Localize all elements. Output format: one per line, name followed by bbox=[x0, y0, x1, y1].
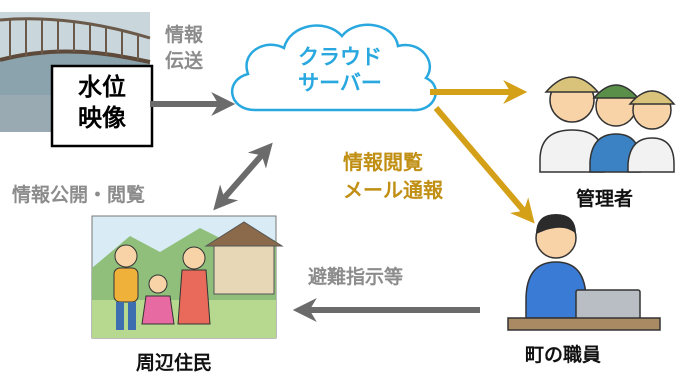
cloud-server-label: クラウド サーバー bbox=[270, 44, 410, 96]
residents-label: 周辺住民 bbox=[136, 352, 213, 374]
residents-illustration bbox=[91, 215, 284, 339]
evacuation-label: 避難指示等 bbox=[308, 266, 404, 288]
managers-illustration bbox=[539, 76, 676, 173]
public-view-label: 情報公開・閲覧 bbox=[12, 184, 146, 206]
water-level-box bbox=[50, 64, 154, 148]
cloud-icon bbox=[231, 23, 437, 112]
water-level-line1: 水位 bbox=[78, 73, 126, 101]
transmit-line2: 伝送 bbox=[165, 50, 204, 72]
transmit-line1: 情報 bbox=[165, 24, 204, 46]
view-mail-label: 情報閲覧 メール通報 bbox=[343, 148, 443, 204]
managers-label: 管理者 bbox=[576, 188, 634, 210]
staff-illustration bbox=[507, 214, 661, 331]
arrow-to-staff bbox=[433, 106, 535, 224]
water-level-label: 水位 映像 bbox=[52, 72, 152, 134]
arrow-public-view bbox=[213, 142, 273, 211]
view-mail-line1: 情報閲覧 bbox=[343, 150, 423, 174]
cloud-line1: クラウド bbox=[298, 45, 382, 69]
cloud-line2: サーバー bbox=[298, 71, 382, 95]
view-mail-line2: メール通報 bbox=[343, 178, 443, 202]
transmit-label: 情報 伝送 bbox=[165, 22, 203, 74]
water-level-line2: 映像 bbox=[78, 104, 126, 132]
staff-label: 町の職員 bbox=[525, 344, 602, 366]
